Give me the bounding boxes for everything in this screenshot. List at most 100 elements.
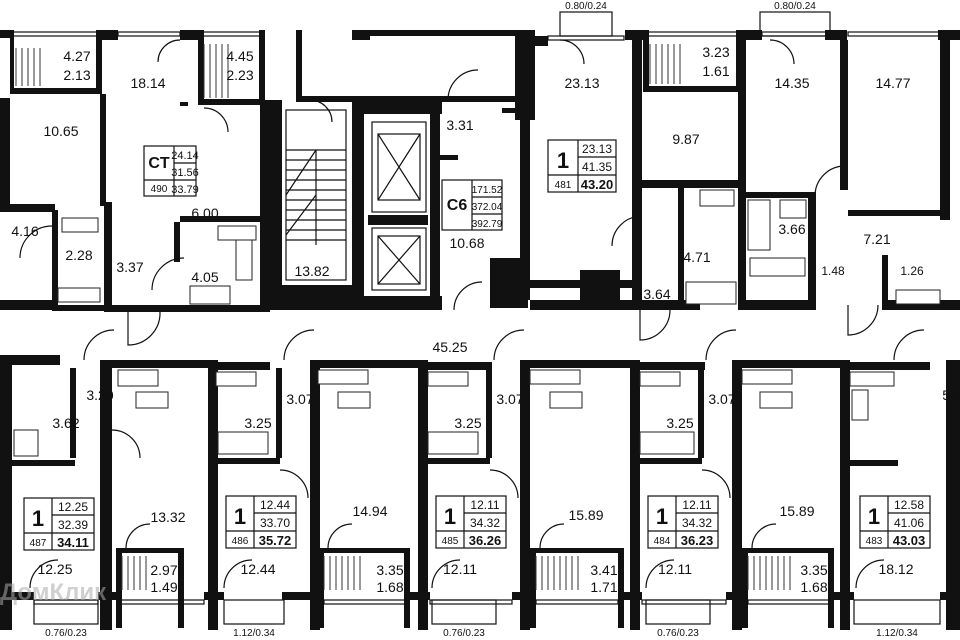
room-area: 18.12 <box>878 561 913 577</box>
room-area: 3.35 <box>800 562 827 578</box>
room-area: 2.97 <box>150 562 177 578</box>
room-area: 13.82 <box>294 263 329 279</box>
room-area: 5.8 <box>942 387 960 403</box>
balcony-top-label: 0.80/0.24 <box>565 1 607 12</box>
room-area: 3.64 <box>643 286 670 302</box>
room-area: 3.23 <box>702 44 729 60</box>
apartment-rooms: 1 <box>868 504 880 529</box>
apartment-total-with-balcony: 43.03 <box>893 533 926 548</box>
staircase <box>285 109 347 281</box>
room-area: 4.16 <box>11 223 38 239</box>
elevators <box>371 121 427 291</box>
room-area: 12.44 <box>240 561 275 577</box>
balcony-hatching <box>15 44 791 590</box>
balcony-dimension-labels: 0.80/0.24 0.80/0.24 0.76/0.23 1.12/0.34 … <box>45 1 918 639</box>
room-area: 2.13 <box>63 67 90 83</box>
apartment-number: 485 <box>442 536 459 547</box>
apartment-living-area: 12.58 <box>894 498 924 512</box>
apartment-rooms: C6 <box>447 197 468 214</box>
room-area: 14.77 <box>875 75 910 91</box>
room-area: 3.07 <box>708 391 735 407</box>
room-area: 3.25 <box>244 415 271 431</box>
room-area: 6.00 <box>191 205 218 221</box>
apartment-rooms: 1 <box>444 504 456 529</box>
apartment-total-with-balcony: 43.20 <box>581 177 614 192</box>
room-area: 3.37 <box>116 259 143 275</box>
balcony-top-label: 0.80/0.24 <box>774 1 816 12</box>
room-area: 1.71 <box>590 579 617 595</box>
bathroom-fixtures <box>13 189 941 457</box>
room-area: 1.26 <box>900 264 924 278</box>
apartment-rooms: CT <box>148 155 170 172</box>
room-area: 1.68 <box>376 579 403 595</box>
apartment-living-area: 24.14 <box>171 150 199 162</box>
apartment-rooms: 1 <box>234 504 246 529</box>
apartment-number: 483 <box>866 536 883 547</box>
room-area: 14.94 <box>352 503 387 519</box>
room-area: 4.71 <box>683 249 710 265</box>
doors <box>19 39 925 589</box>
apartment-total-with-balcony: 34.11 <box>57 535 89 550</box>
room-area: 4.45 <box>226 48 253 64</box>
room-area: 3.41 <box>590 562 617 578</box>
balcony-bottom-label: 0.76/0.23 <box>443 628 485 639</box>
balcony-bottom-label: 0.76/0.23 <box>657 628 699 639</box>
watermark: ДомКлик <box>0 579 107 606</box>
apartment-box: 1 486 12.44 33.70 35.72 <box>225 495 297 549</box>
apartment-number: 481 <box>555 180 572 191</box>
apartment-total-with-balcony: 36.23 <box>681 533 714 548</box>
room-area: 7.21 <box>863 231 890 247</box>
room-area: 23.13 <box>564 75 599 91</box>
room-area: 3.25 <box>666 415 693 431</box>
room-area: 2.23 <box>226 67 253 83</box>
room-area: 3.62 <box>52 415 79 431</box>
apartment-box: CT 490 24.14 31.56 33.79 <box>143 145 199 197</box>
apartment-box: 1 485 12.11 34.32 36.26 <box>435 495 507 549</box>
room-area: 1.48 <box>821 264 845 278</box>
balcony-bottom-label: 0.76/0.23 <box>45 628 87 639</box>
apartment-total-with-balcony: 392.79 <box>472 219 503 230</box>
apartment-total-area: 41.06 <box>894 516 924 530</box>
apartment-total-area: 32.39 <box>58 518 88 532</box>
apartment-total-area: 41.35 <box>582 160 612 174</box>
apartment-box: 1 481 23.13 41.35 43.20 <box>547 139 617 193</box>
room-area: 15.89 <box>779 503 814 519</box>
room-area: 3.25 <box>454 415 481 431</box>
apartment-total-with-balcony: 36.26 <box>469 533 502 548</box>
room-area: 12.11 <box>443 561 477 577</box>
room-area: 2.28 <box>65 247 92 263</box>
apartment-total-with-balcony: 35.72 <box>259 533 292 548</box>
room-area: 15.89 <box>568 507 603 523</box>
room-area: 1.49 <box>150 579 177 595</box>
apartment-total-area: 31.56 <box>171 167 199 179</box>
balcony-bottom-label: 1.12/0.34 <box>233 628 275 639</box>
apartment-rooms: 1 <box>656 504 668 529</box>
apartment-total-with-balcony: 33.79 <box>171 184 199 196</box>
room-area: 13.32 <box>150 509 185 525</box>
room-area: 4.27 <box>63 48 90 64</box>
walls <box>0 30 960 630</box>
apartment-total-area: 33.70 <box>260 516 290 530</box>
room-area: 12.11 <box>658 561 692 577</box>
apartment-number: 486 <box>232 536 249 547</box>
apartment-living-area: 12.11 <box>682 498 711 512</box>
balcony-bottom-label: 1.12/0.34 <box>876 628 918 639</box>
room-area: 3.07 <box>496 391 523 407</box>
apartment-box: 1 487 12.25 32.39 34.11 <box>23 497 95 551</box>
room-area-labels: 4.27 2.13 18.14 4.45 2.23 10.65 6.00 4.1… <box>11 44 960 595</box>
apartment-summaries: CT 490 24.14 31.56 33.79 C6 171.52 372.0… <box>23 139 931 551</box>
apartment-living-area: 171.52 <box>472 185 503 196</box>
room-area: 45.25 <box>432 339 467 355</box>
room-area: 3.07 <box>286 391 313 407</box>
room-area: 3.31 <box>446 117 473 133</box>
apartment-box: 1 483 12.58 41.06 43.03 <box>859 495 931 549</box>
apartment-rooms: 1 <box>557 148 569 173</box>
room-area: 1.61 <box>702 63 729 79</box>
room-area: 10.65 <box>43 123 78 139</box>
apartment-box: 1 484 12.11 34.32 36.23 <box>647 495 719 549</box>
apartment-living-area: 23.13 <box>582 142 612 156</box>
room-area: 3.66 <box>778 221 805 237</box>
room-area: 14.35 <box>774 75 809 91</box>
glazing <box>11 11 941 625</box>
apartment-total-area: 34.32 <box>682 516 712 530</box>
